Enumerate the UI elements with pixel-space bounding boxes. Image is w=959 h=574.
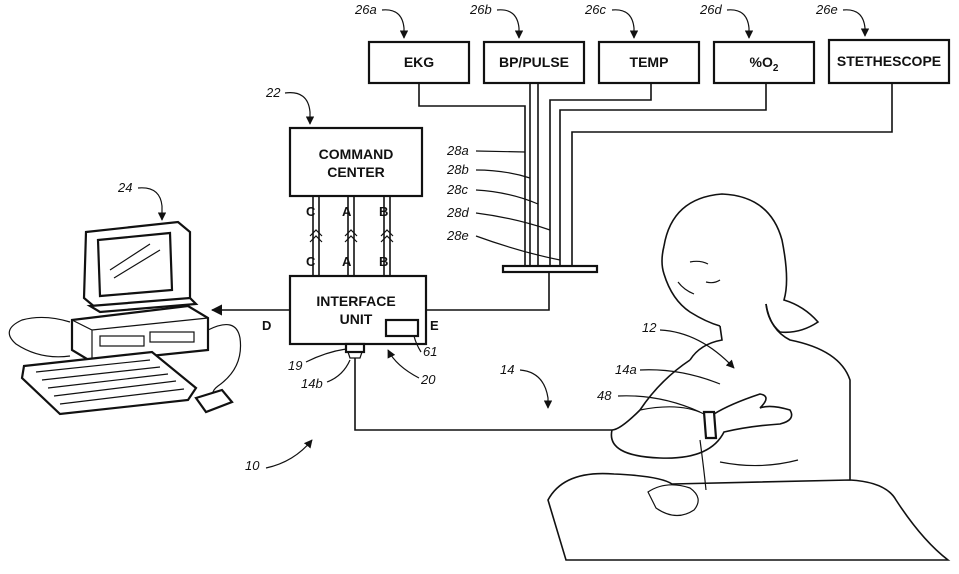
svg-text:24: 24 <box>117 180 132 195</box>
svg-text:10: 10 <box>245 458 260 473</box>
svg-text:B: B <box>379 204 388 219</box>
computer-workstation <box>9 222 240 414</box>
svg-text:UNIT: UNIT <box>340 311 373 327</box>
line-refs: 28a 28b 28c 28d 28e <box>446 143 560 260</box>
device-o2: %O2 <box>714 42 814 83</box>
svg-text:D: D <box>262 318 271 333</box>
device-bp-pulse: BP/PULSE <box>484 42 584 83</box>
svg-text:14a: 14a <box>615 362 637 377</box>
device-ekg: EKG <box>369 42 469 83</box>
svg-text:28e: 28e <box>446 228 469 243</box>
sensor-cable <box>355 358 612 430</box>
svg-text:A: A <box>342 254 352 269</box>
interface-unit: INTERFACE UNIT <box>290 276 426 358</box>
svg-text:14: 14 <box>500 362 514 377</box>
svg-text:61: 61 <box>423 344 437 359</box>
svg-text:BP/PULSE: BP/PULSE <box>499 54 569 70</box>
svg-text:B: B <box>379 254 388 269</box>
svg-text:C: C <box>306 204 316 219</box>
command-center-ref: 22 <box>265 85 310 124</box>
svg-text:28d: 28d <box>446 205 469 220</box>
svg-text:STETHESCOPE: STETHESCOPE <box>837 53 941 69</box>
svg-text:28c: 28c <box>446 182 468 197</box>
device-stethescope: STETHESCOPE <box>829 40 949 83</box>
svg-text:EKG: EKG <box>404 54 434 70</box>
svg-text:26a: 26a <box>354 2 377 17</box>
device-cables <box>419 83 892 272</box>
patient-figure <box>548 194 948 560</box>
svg-text:TEMP: TEMP <box>630 54 669 70</box>
svg-text:19: 19 <box>288 358 302 373</box>
svg-text:12: 12 <box>642 320 657 335</box>
svg-text:20: 20 <box>420 372 436 387</box>
svg-text:CENTER: CENTER <box>327 164 385 180</box>
channel-links: C A B C A B <box>306 196 393 276</box>
svg-text:48: 48 <box>597 388 612 403</box>
svg-text:26b: 26b <box>469 2 492 17</box>
svg-text:C: C <box>306 254 316 269</box>
svg-text:COMMAND: COMMAND <box>319 146 394 162</box>
svg-text:28b: 28b <box>446 162 469 177</box>
computer-ref: 24 <box>117 180 162 220</box>
svg-text:28a: 28a <box>446 143 469 158</box>
svg-text:26c: 26c <box>584 2 606 17</box>
svg-text:22: 22 <box>265 85 281 100</box>
device-refs: 26a 26b 26c 26d 26e <box>354 2 865 38</box>
device-temp: TEMP <box>599 42 699 83</box>
svg-text:26e: 26e <box>815 2 838 17</box>
svg-text:26d: 26d <box>699 2 722 17</box>
svg-text:INTERFACE: INTERFACE <box>316 293 395 309</box>
svg-text:14b: 14b <box>301 376 323 391</box>
command-center: COMMAND CENTER <box>290 128 422 196</box>
svg-text:E: E <box>430 318 439 333</box>
svg-text:A: A <box>342 204 352 219</box>
